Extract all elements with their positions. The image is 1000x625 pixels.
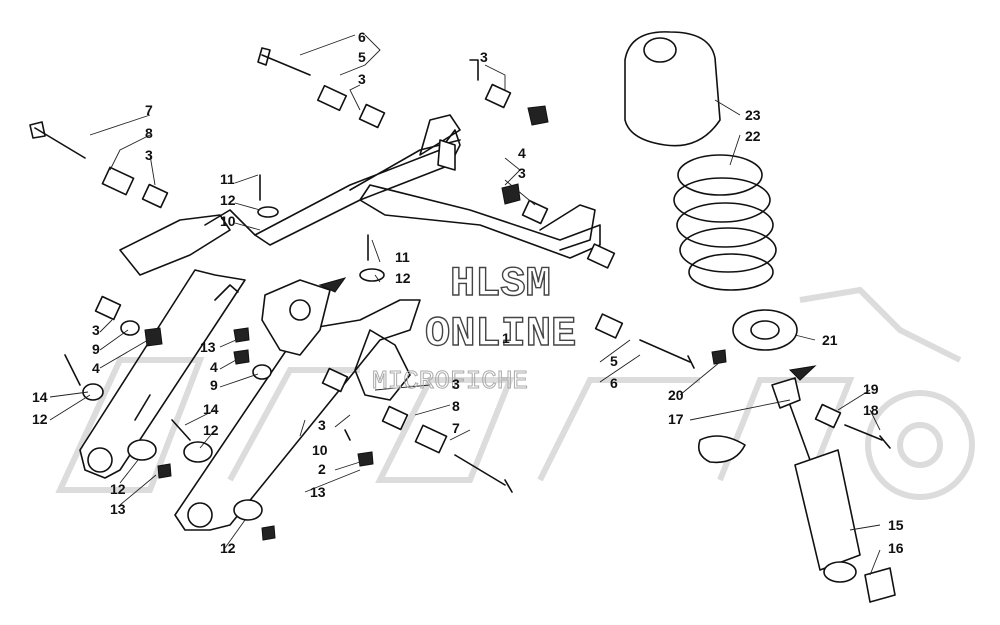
callout-label: 11 bbox=[395, 249, 410, 265]
callout-numbers: 6 5 3 3 7 8 3 4 3 11 12 10 11 12 3 9 4 1… bbox=[32, 29, 904, 556]
center-bracket bbox=[261, 277, 347, 356]
callout-label: 14 bbox=[203, 401, 219, 417]
watermark-line-3: MICROFICHE bbox=[372, 366, 528, 396]
callout-label: 3 bbox=[452, 376, 460, 392]
callout-label: 5 bbox=[610, 353, 618, 369]
callout-label: 4 bbox=[518, 145, 526, 161]
callout-label: 18 bbox=[863, 402, 879, 418]
right-link-arm bbox=[174, 299, 421, 531]
callout-label: 1 bbox=[502, 330, 510, 346]
callout-label: 22 bbox=[745, 128, 761, 144]
callout-label: 14 bbox=[32, 389, 48, 405]
callout-label: 12 bbox=[220, 540, 236, 556]
callout-label: 23 bbox=[745, 107, 761, 123]
leader-lines bbox=[49, 34, 881, 576]
callout-label: 9 bbox=[210, 377, 218, 393]
callout-label: 2 bbox=[318, 461, 326, 477]
callout-label: 13 bbox=[200, 339, 216, 355]
callout-label: 4 bbox=[92, 360, 100, 376]
callout-label: 9 bbox=[92, 341, 100, 357]
callout-label: 7 bbox=[452, 420, 460, 436]
callout-label: 13 bbox=[110, 501, 126, 517]
callout-label: 4 bbox=[210, 359, 218, 375]
callout-label: 6 bbox=[610, 375, 618, 391]
callout-label: 20 bbox=[668, 387, 684, 403]
callout-label: 12 bbox=[395, 270, 411, 286]
small-hardware bbox=[64, 174, 695, 541]
callout-label: 3 bbox=[358, 71, 366, 87]
callout-label: 11 bbox=[220, 171, 235, 187]
callout-label: 15 bbox=[888, 517, 904, 533]
callout-label: 5 bbox=[358, 49, 366, 65]
callout-label: 16 bbox=[888, 540, 904, 556]
callout-label: 12 bbox=[32, 411, 48, 427]
callout-label: 3 bbox=[518, 165, 526, 181]
callout-label: 3 bbox=[145, 147, 153, 163]
callout-label: 8 bbox=[145, 125, 153, 141]
rear-arm-frame bbox=[119, 59, 601, 276]
watermark-line-1: HLSM bbox=[450, 260, 551, 308]
callout-label: 7 bbox=[145, 102, 153, 118]
callout-label: 10 bbox=[312, 442, 328, 458]
callout-label: 10 bbox=[220, 213, 236, 229]
callout-label: 12 bbox=[203, 422, 219, 438]
upper-hardware bbox=[29, 47, 549, 225]
callout-label: 8 bbox=[452, 398, 460, 414]
callout-label: 17 bbox=[668, 411, 684, 427]
callout-label: 13 bbox=[310, 484, 326, 500]
callout-label: 21 bbox=[822, 332, 838, 348]
callout-label: 12 bbox=[110, 481, 126, 497]
callout-label: 3 bbox=[480, 49, 488, 65]
callout-label: 3 bbox=[318, 417, 326, 433]
watermark: HLSM ONLINE MICROFICHE bbox=[372, 259, 577, 396]
left-link-arm bbox=[79, 269, 246, 479]
watermark-line-2: ONLINE bbox=[425, 310, 576, 358]
callout-label: 3 bbox=[92, 322, 100, 338]
shock-spring-assembly bbox=[624, 31, 896, 603]
background-brand-logo bbox=[55, 286, 975, 500]
callout-label: 6 bbox=[358, 29, 366, 45]
callout-label: 12 bbox=[220, 192, 236, 208]
callout-label: 19 bbox=[863, 381, 879, 397]
